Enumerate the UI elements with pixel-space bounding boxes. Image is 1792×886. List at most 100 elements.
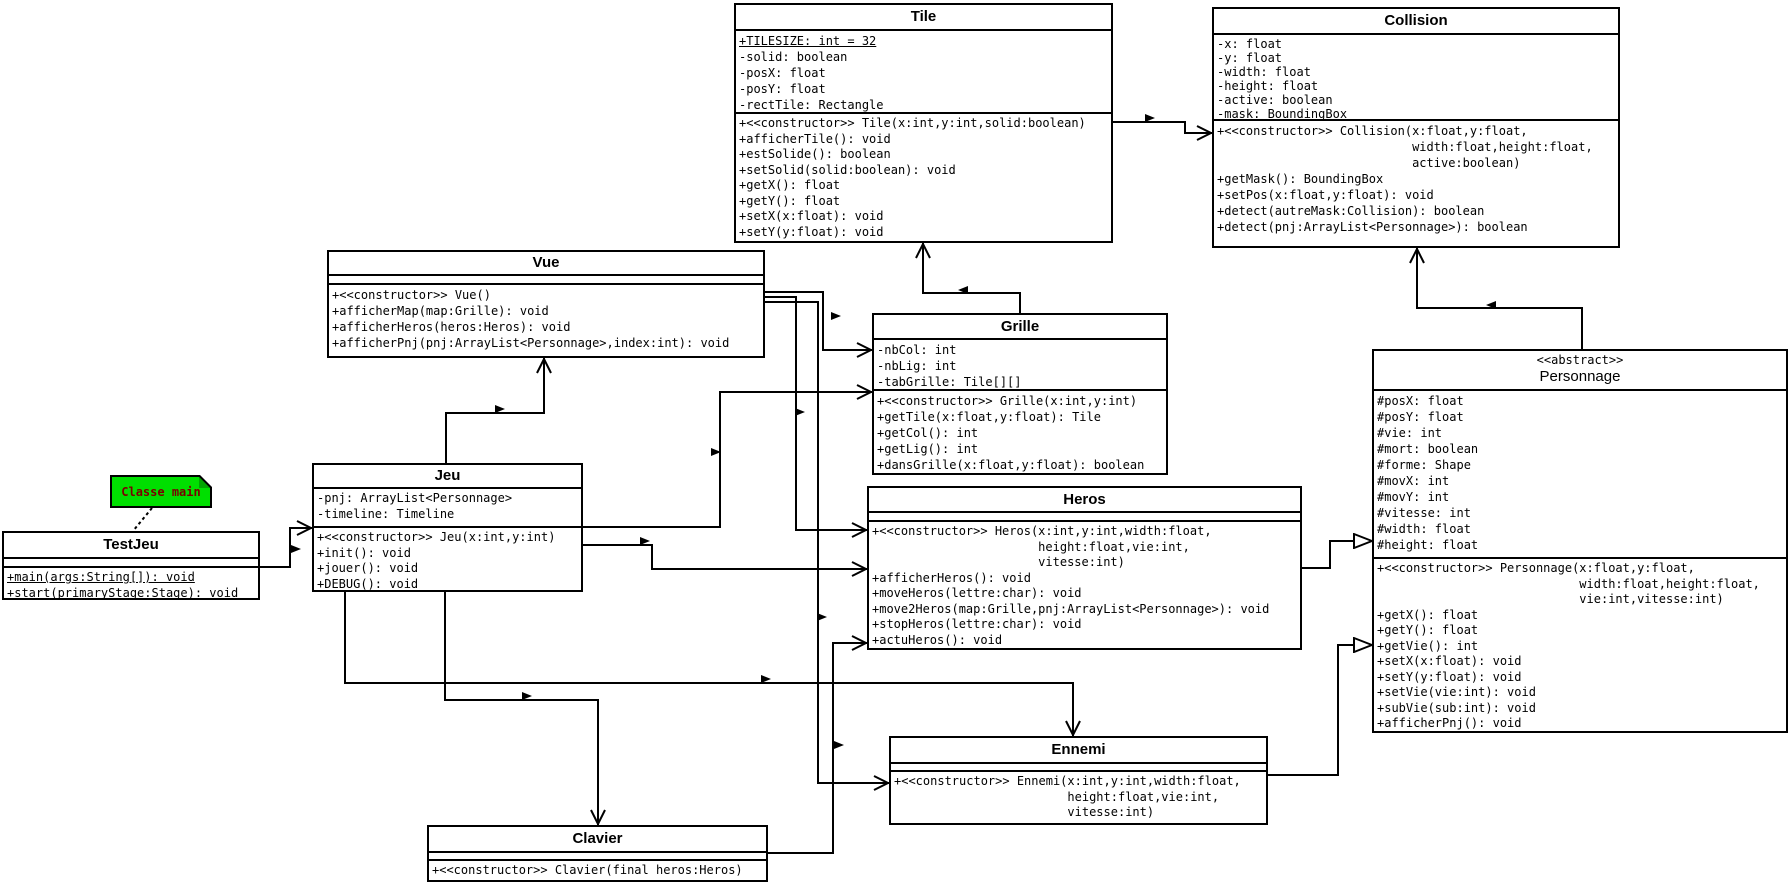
methods-compartment: +<<constructor>> Clavier(final heros:Her…: [429, 861, 766, 880]
method: +getLig(): int: [877, 442, 979, 456]
method: +start(primaryStage:Stage): void: [7, 585, 239, 600]
method: +<<constructor>> Tile(x:int,y:int,solid:…: [739, 116, 1086, 130]
method: +getTile(x:float,y:float): Tile: [877, 410, 1101, 424]
connection-jeu-grille: [583, 392, 872, 528]
methods-compartment: +<<constructor>> Ennemi(x:int,y:int,widt…: [891, 772, 1266, 823]
class-jeu[interactable]: Jeu -pnj: ArrayList<Personnage>-timeline…: [312, 463, 583, 592]
method: +actuHeros(): void: [872, 632, 1003, 647]
method: +moveHeros(lettre:char): void: [872, 586, 1082, 600]
generalization-ennemi-personnage: [1268, 645, 1372, 776]
method: vitesse:int): [894, 805, 1155, 819]
attribute: -mask: BoundingBox: [1217, 107, 1348, 121]
method: +afficherTile(): void: [739, 131, 891, 146]
attribute: #mort: boolean: [1377, 442, 1479, 456]
method: height:float,vie:int,: [894, 789, 1220, 804]
methods-compartment: +<<constructor>> Grille(x:int,y:int)+get…: [874, 391, 1166, 473]
method: +<<constructor>> Clavier(final heros:Her…: [432, 863, 743, 877]
method: +afficherHeros(): void: [872, 570, 1031, 585]
attribute: -pnj: ArrayList<Personnage>: [317, 491, 513, 505]
attributes-compartment: [4, 559, 258, 568]
method: +setX(x:float): void: [1377, 654, 1522, 668]
note-text: Classe main: [121, 484, 201, 499]
class-title: Tile: [736, 5, 1111, 31]
attributes-compartment: [329, 276, 763, 285]
connection-grille-tile: [923, 243, 1021, 313]
connection-jeu-heros: [583, 544, 867, 569]
method: +detect(pnj:ArrayList<Personnage>): bool…: [1217, 220, 1528, 234]
note-fold-corner-icon: [199, 477, 210, 488]
class-name: Clavier: [572, 830, 623, 848]
method: +<<constructor>> Ennemi(x:int,y:int,widt…: [894, 774, 1241, 788]
attributes-compartment: +TILESIZE: int = 32-solid: boolean-posX:…: [736, 31, 1111, 114]
method: +setVie(vie:int): void: [1377, 685, 1536, 699]
class-ennemi[interactable]: Ennemi +<<constructor>> Ennemi(x:int,y:i…: [889, 736, 1268, 825]
method: +getCol(): int: [877, 426, 979, 440]
class-stereotype: <<abstract>>: [1536, 353, 1624, 368]
attribute: -posX: float: [739, 66, 826, 80]
class-title: Ennemi: [891, 738, 1266, 764]
class-clavier[interactable]: Clavier +<<constructor>> Clavier(final h…: [427, 825, 768, 882]
attribute: -timeline: Timeline: [317, 506, 455, 521]
connection-tile-collision: [1113, 121, 1212, 133]
connection-vue-heros: [765, 296, 867, 530]
method: vitesse:int): [872, 555, 1125, 569]
class-name: Vue: [532, 254, 560, 272]
attribute: -height: float: [1217, 79, 1319, 93]
class-personnage[interactable]: <<abstract>> Personnage #posX: float#pos…: [1372, 349, 1788, 733]
attributes-compartment: [891, 764, 1266, 772]
attribute: #posX: float: [1377, 394, 1464, 408]
method: +main(args:String[]): void: [7, 570, 195, 584]
method: active:boolean): [1217, 156, 1521, 170]
methods-compartment: +<<constructor>> Tile(x:int,y:int,solid:…: [736, 114, 1111, 241]
method: +setSolid(solid:boolean): void: [739, 162, 956, 177]
class-title: Jeu: [314, 465, 581, 489]
method: +<<constructor>> Personnage(x:float,y:fl…: [1377, 561, 1695, 575]
methods-compartment: +<<constructor>> Heros(x:int,y:int,width…: [869, 522, 1300, 648]
attribute: -x: float: [1217, 37, 1283, 51]
attribute: -solid: boolean: [739, 50, 848, 64]
method: +afficherHeros(heros:Heros): void: [332, 320, 571, 334]
methods-compartment: +main(args:String[]): void+start(primary…: [4, 568, 258, 600]
attribute: -posY: float: [739, 82, 826, 96]
class-title: Clavier: [429, 827, 766, 853]
class-heros[interactable]: Heros +<<constructor>> Heros(x:int,y:int…: [867, 486, 1302, 650]
method: +DEBUG(): void: [317, 576, 419, 591]
attribute: #height: float: [1377, 538, 1479, 552]
method: +afficherPnj(): void: [1377, 716, 1522, 730]
method: +afficherPnj(pnj:ArrayList<Personnage>,i…: [332, 336, 730, 350]
method: +move2Heros(map:Grille,pnj:ArrayList<Per…: [872, 601, 1270, 616]
methods-compartment: +<<constructor>> Personnage(x:float,y:fl…: [1374, 559, 1786, 731]
methods-compartment: +<<constructor>> Vue()+afficherMap(map:G…: [329, 285, 763, 353]
connection-jeu-clavier: [444, 592, 598, 825]
method: +estSolide(): boolean: [739, 147, 891, 161]
connection-vue-grille: [765, 291, 872, 350]
method: width:float,height:float,: [1217, 140, 1593, 154]
attribute: -rectTile: Rectangle: [739, 98, 884, 112]
method: +getX(): float: [1377, 607, 1479, 622]
method: +setY(y:float): void: [1377, 669, 1522, 684]
class-name: Jeu: [434, 467, 461, 485]
connection-personnage-collision: [1417, 248, 1583, 349]
class-testjeu[interactable]: TestJeu +main(args:String[]): void+start…: [2, 531, 260, 600]
class-grille[interactable]: Grille -nbCol: int-nbLig: int-tabGrille:…: [872, 313, 1168, 475]
method: +dansGrille(x:float,y:float): boolean: [877, 458, 1145, 472]
class-name: Personnage: [1539, 368, 1621, 386]
direction-markers: [291, 114, 1496, 749]
attributes-compartment: #posX: float#posY: float#vie: int#mort: …: [1374, 391, 1786, 559]
note-classe-main[interactable]: Classe main: [110, 475, 212, 508]
attributes-compartment: [429, 853, 766, 861]
attribute: -nbLig: int: [877, 359, 957, 373]
note-anchor-line: [132, 507, 153, 532]
method: +getY(): float: [1377, 623, 1479, 637]
class-vue[interactable]: Vue +<<constructor>> Vue()+afficherMap(m…: [327, 250, 765, 358]
attribute: -width: float: [1217, 65, 1311, 79]
class-title: Grille: [874, 315, 1166, 340]
class-title: Heros: [869, 488, 1300, 513]
attributes-compartment: -x: float-y: float-width: float-height: …: [1214, 35, 1618, 121]
method: +getMask(): BoundingBox: [1217, 172, 1384, 186]
attributes-compartment: -nbCol: int-nbLig: int-tabGrille: Tile[]…: [874, 340, 1166, 391]
attribute: #vitesse: int: [1377, 506, 1471, 520]
class-tile[interactable]: Tile +TILESIZE: int = 32-solid: boolean-…: [734, 3, 1113, 243]
class-collision[interactable]: Collision -x: float-y: float-width: floa…: [1212, 7, 1620, 248]
